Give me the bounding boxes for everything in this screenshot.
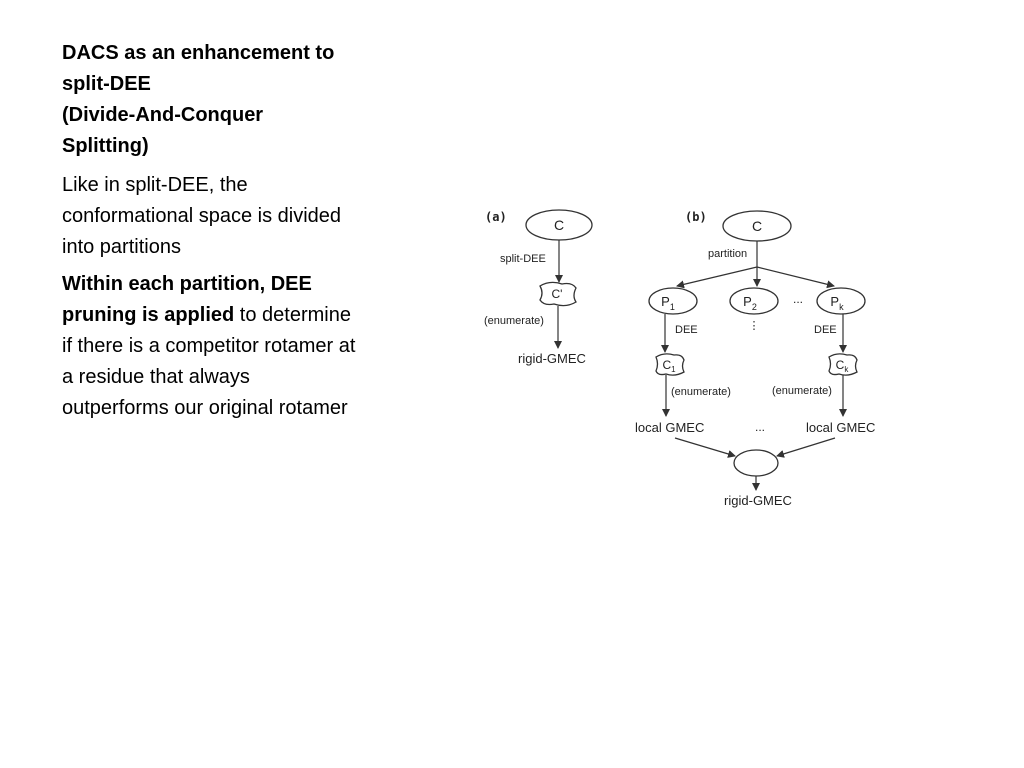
edge-b-pk — [756, 266, 835, 289]
node-p1 — [648, 287, 698, 315]
enum-right-label: (enumerate) — [772, 385, 832, 397]
local-ellipsis: ... — [755, 420, 765, 434]
edge-a-2-label: (enumerate) — [484, 315, 544, 327]
p1-main: P — [661, 294, 670, 309]
node-merge — [733, 449, 779, 477]
node-c1-label: C1 — [662, 358, 676, 374]
paragraph-1: Like in split-DEE, the conformational sp… — [62, 174, 342, 258]
dee-left-label: DEE — [675, 324, 698, 336]
local-gmec-left: local GMEC — [635, 420, 704, 435]
pk-main: P — [830, 294, 839, 309]
node-pk — [816, 287, 866, 315]
rigid-gmec-b: rigid-GMEC — [724, 493, 792, 508]
edge-merge-right — [776, 437, 836, 458]
p1-sub: 1 — [670, 302, 675, 312]
local-gmec-right: local GMEC — [806, 420, 875, 435]
pk-sub: k — [839, 302, 844, 312]
node-ck — [828, 353, 858, 376]
dee-right-label: DEE — [814, 324, 837, 336]
p2-main: P — [743, 294, 752, 309]
panel-b-label: (b) — [685, 210, 707, 224]
rigid-gmec-a: rigid-GMEC — [518, 351, 586, 366]
edge-b-p1 — [676, 266, 758, 289]
title-line: split-DEE — [62, 73, 151, 95]
node-a-cprime-label: C' — [552, 287, 563, 301]
node-c1 — [655, 353, 685, 376]
node-ck-label: Ck — [836, 358, 850, 374]
node-pk-label: Pk — [830, 294, 844, 312]
paragraph-2-rest: to determine if there is a competitor ro… — [62, 304, 356, 419]
edge-a-1-label: split-DEE — [500, 253, 546, 265]
panel-a-label: (a) — [485, 210, 507, 224]
p-ellipsis: ... — [793, 292, 803, 306]
ck-sub: k — [844, 365, 849, 374]
node-p2 — [729, 287, 779, 315]
p2-vdots: ⋮ — [749, 320, 760, 332]
title-line: Splitting) — [62, 135, 149, 157]
dacs-diagram: (a) C split-DEE C' (enumerate) rigid-GME… — [484, 209, 875, 508]
p2-sub: 2 — [752, 302, 757, 312]
node-p2-label: P2 — [743, 294, 757, 312]
title-line: (Divide-And-Conquer — [62, 104, 264, 126]
node-b-c-label: C — [752, 218, 762, 234]
edge-merge-left — [674, 437, 736, 458]
c1-main: C — [662, 358, 671, 372]
paragraph-2-bold: Within each partition, DEE pruning is ap… — [62, 273, 312, 326]
partition-label: partition — [708, 248, 747, 260]
node-p1-label: P1 — [661, 294, 675, 312]
ck-main: C — [836, 358, 845, 372]
node-a-cprime — [539, 281, 577, 307]
node-a-c-label: C — [554, 217, 564, 233]
body-text: Like in split-DEE, the conformational sp… — [62, 170, 362, 430]
slide-title: DACS as an enhancement to split-DEE (Div… — [62, 38, 382, 162]
paragraph-2: Within each partition, DEE pruning is ap… — [62, 269, 362, 424]
c1-sub: 1 — [671, 365, 676, 374]
enum-left-label: (enumerate) — [671, 386, 731, 398]
title-line: DACS as an enhancement to — [62, 42, 335, 64]
